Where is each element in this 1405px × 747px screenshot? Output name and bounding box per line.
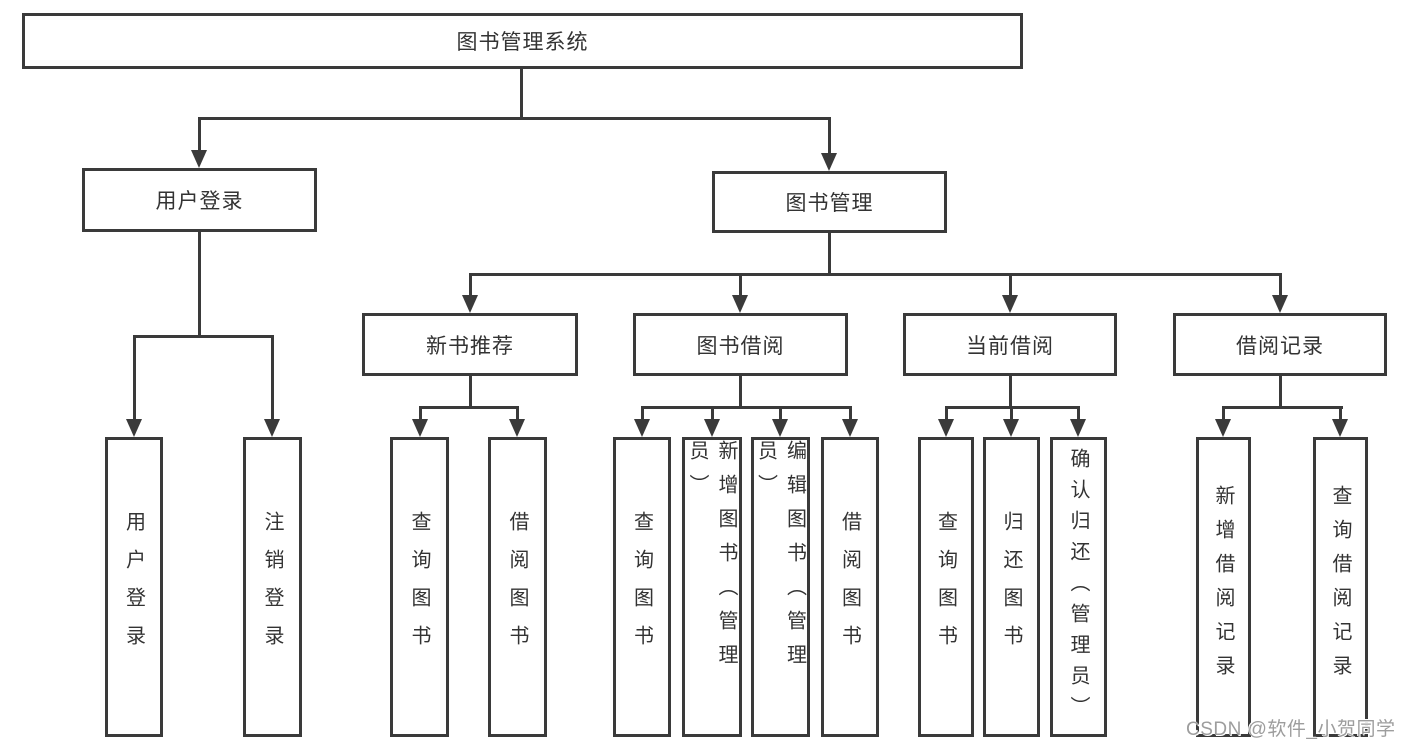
arrow-to-book-management [821,117,837,171]
leaf-add-book-admin: 新增图书（管理员） [682,437,742,737]
arrow-to-book-borrow [732,273,748,313]
arrow-newbook-borrow [509,406,525,437]
connector-book-mgmt-hline [469,273,1282,276]
connector-book-mgmt-vline [828,233,831,275]
connector-newbook-hline [419,406,519,409]
arrow-to-borrow-records [1272,273,1288,313]
arrow-to-user-login [191,117,207,168]
node-book-borrow: 图书借阅 [633,313,848,376]
leaf-borrow-books: 借阅图书 [821,437,879,737]
node-new-book-recommend: 新书推荐 [362,313,578,376]
arrow-currentborrow-return [1003,406,1019,437]
arrow-to-leaf-user-login [126,335,142,437]
leaf-borrow-books: 借阅图书 [488,437,547,737]
node-current-borrow: 当前借阅 [903,313,1117,376]
connector-user-login-hline [133,335,274,338]
connector-root-hline [198,117,831,120]
arrow-bookborrow-add [704,406,720,437]
connector-bookborrow-vline [739,376,742,409]
arrow-newbook-query [412,406,428,437]
leaf-confirm-return-admin: 确认归还（管理员） [1050,437,1107,737]
arrow-to-leaf-logout [264,335,280,437]
connector-currentborrow-vline [1009,376,1012,409]
arrow-currentborrow-query [938,406,954,437]
arrow-currentborrow-confirm [1070,406,1086,437]
connector-records-hline [1222,406,1343,409]
leaf-return-books: 归还图书 [983,437,1040,737]
connector-records-vline [1279,376,1282,409]
leaf-query-books: 查询图书 [918,437,974,737]
leaf-query-books: 查询图书 [390,437,449,737]
arrow-to-current-borrow [1002,273,1018,313]
leaf-edit-book-admin: 编辑图书（管理员） [751,437,810,737]
arrow-bookborrow-borrow [842,406,858,437]
leaf-query-books: 查询图书 [613,437,671,737]
leaf-logout: 注销登录 [243,437,302,737]
arrow-records-query [1332,406,1348,437]
arrow-bookborrow-edit [772,406,788,437]
csdn-watermark: CSDN @软件_小贺同学 [1186,719,1396,740]
arrow-bookborrow-query [634,406,650,437]
node-borrow-records: 借阅记录 [1173,313,1387,376]
connector-user-login-vline [198,232,201,338]
connector-newbook-vline [469,376,472,409]
leaf-query-borrow-record: 查询借阅记录 [1313,437,1368,737]
arrow-records-add [1215,406,1231,437]
leaf-user-login: 用户登录 [105,437,163,737]
node-library-management-system: 图书管理系统 [22,13,1023,69]
connector-bookborrow-hline [641,406,852,409]
arrow-to-new-book-recommend [462,273,478,313]
node-book-management: 图书管理 [712,171,947,233]
leaf-add-borrow-record: 新增借阅记录 [1196,437,1251,737]
connector-root-vline [520,69,523,119]
node-user-login: 用户登录 [82,168,317,232]
